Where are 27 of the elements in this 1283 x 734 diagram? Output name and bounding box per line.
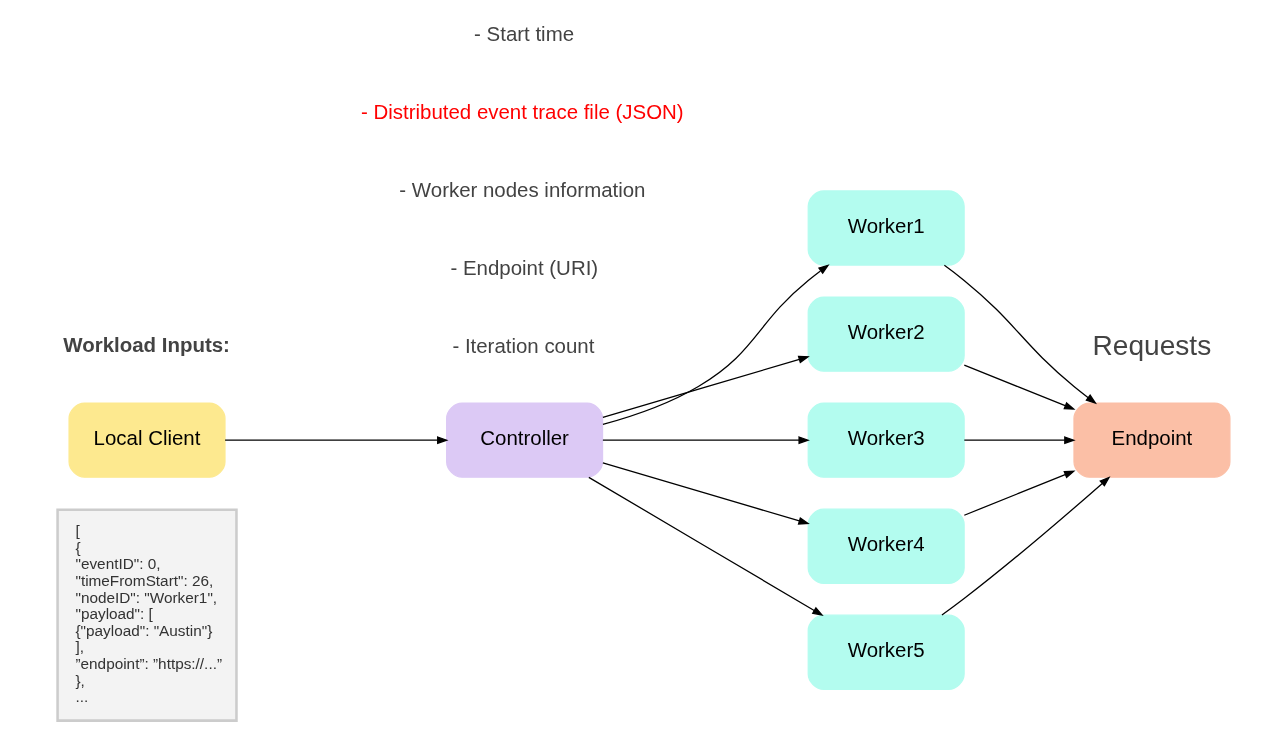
node-box: Worker5: [807, 614, 965, 690]
node-box: Controller: [446, 402, 604, 478]
node-box: Local Client: [68, 402, 226, 478]
arrow: [941, 476, 1111, 616]
label: - Worker nodes information: [399, 178, 646, 202]
arrow: [963, 436, 1076, 445]
label: - Endpoint (URI): [450, 256, 599, 280]
arrow: [602, 436, 810, 445]
arrow: [588, 476, 824, 617]
node-box: Worker4: [807, 508, 965, 584]
label: Requests: [1092, 330, 1212, 362]
arrow: [602, 462, 810, 525]
arrow: [963, 470, 1076, 516]
arrow: [602, 355, 810, 419]
node-box: Worker1: [807, 190, 965, 266]
arrow: [224, 436, 449, 445]
label: - Distributed event trace file (JSON): [361, 100, 684, 124]
label: - Iteration count: [452, 334, 595, 358]
arrow: [943, 264, 1097, 405]
node-box: [ { "eventID": 0, "timeFromStart": 26, "nodeID": "Worker1", "payload": [ {"payload": "Austin"} ], ”endpoint”: ”https://...” }, ...: [56, 508, 238, 722]
arrow: [963, 364, 1076, 410]
label: - Start time: [474, 22, 575, 46]
label: Workload Inputs:: [63, 332, 230, 356]
node-box: Endpoint: [1073, 402, 1231, 478]
arrow: [602, 264, 830, 425]
node-box: Worker3: [807, 402, 965, 478]
node-box: Worker2: [807, 296, 965, 372]
